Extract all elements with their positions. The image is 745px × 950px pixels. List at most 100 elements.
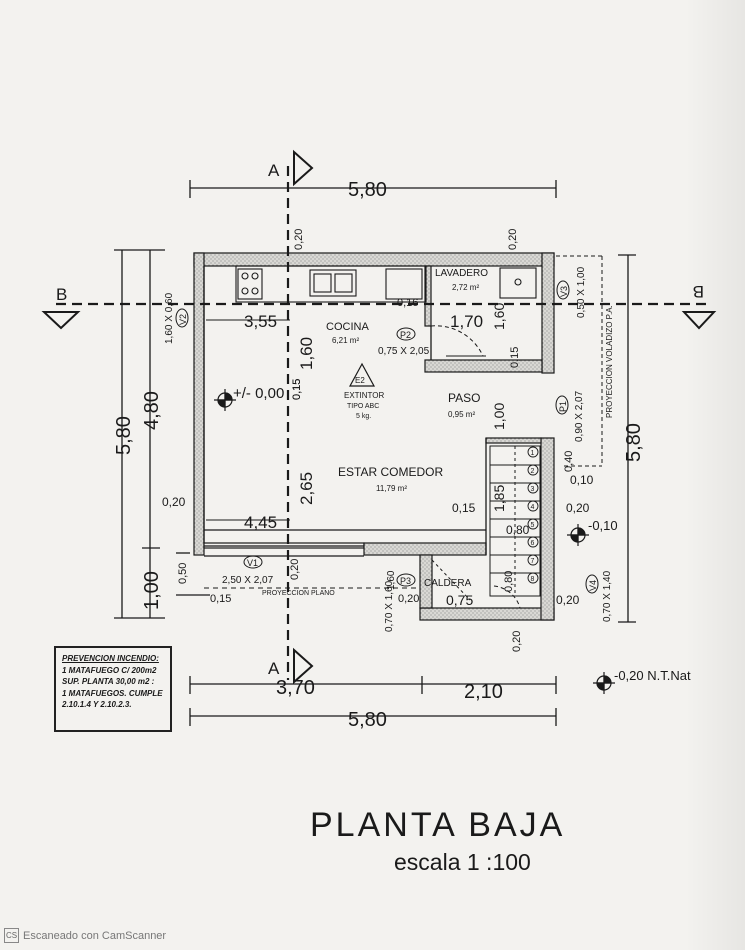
room-lavadero: LAVADERO [435,268,488,279]
stair-step-marker [527,554,539,566]
note-line: 1 MATAFUEGOS. CUMPLE [62,688,163,698]
extintor-icon: E2 [348,362,376,387]
room-caldera: CALDERA [424,578,472,589]
plan-scale: escala 1 :100 [394,849,531,875]
kitchen-counter [235,265,537,303]
dim-right-total: 5,80 [623,423,645,462]
opening-v3-size: 0,50 X 1,00 [576,266,587,318]
opening-v1: V1 [247,558,258,568]
level-interior: +/- 0,00 [233,385,284,402]
stair-step-marker [527,572,539,584]
page-edge-shadow [685,0,745,950]
camscanner-watermark: CS Escaneado con CamScanner [4,928,166,943]
stair-step-number: 7 [531,558,535,565]
stair-step-marker [527,518,539,530]
note-line: SUP. PLANTA 30,00 m2 : [62,677,155,686]
opening-p1-size: 0,90 X 2,07 [574,390,585,442]
fire-prevention-note: PREVENCION INCENDIO: 1 MATAFUEGO C/ 200m… [54,646,172,732]
level-exterior: -0,10 [588,518,618,533]
opening-v2-size: 1,60 X 0,60 [164,292,175,344]
note-line: 2.10.1.4 Y 2.10.2.3. [62,700,132,709]
svg-text:0,15: 0,15 [509,347,521,368]
room-estar: ESTAR COMEDOR [338,465,443,479]
opening-p1: P1 [558,401,568,412]
stair-step-marker [527,446,539,458]
dim-top-total: 5,80 [348,179,387,201]
room-estar-area: 11,79 m² [376,484,407,493]
watermark-text: Escaneado con CamScanner [23,929,167,942]
svg-text:1,85: 1,85 [491,485,507,512]
dim-bottom-right: 2,10 [464,681,503,703]
voladizo-projection [556,255,603,467]
dim-bottom-total: 5,80 [348,709,387,731]
stair-step-number: 5 [531,522,535,529]
stair-step-marker [527,464,539,476]
room-paso: PASO [448,391,480,405]
svg-text:E2: E2 [355,376,365,385]
svg-text:0,50: 0,50 [177,563,189,584]
note-line: 1 MATAFUEGO C/ 200m2 [62,665,157,675]
section-marker-a-top: A [268,149,314,187]
note-heading: PREVENCION INCENDIO: [62,654,159,663]
top-dimension [189,180,557,198]
proyeccion-voladizo: PROYECCION VOLADIZO P.A. [605,305,614,418]
door-swings [430,325,521,609]
svg-text:A: A [268,659,280,678]
svg-text:0,80: 0,80 [503,571,515,592]
room-cocina-area: 6,21 m² [332,336,359,345]
room-lavadero-area: 2,72 m² [452,283,479,292]
svg-text:0,15: 0,15 [210,593,231,605]
svg-text:1,60: 1,60 [491,303,507,330]
bottom-dimensions [189,676,557,726]
interior-lines [203,266,487,589]
svg-text:0,20: 0,20 [398,593,419,605]
opening-p2: P2 [400,330,411,340]
dim-bottom-left: 3,70 [276,677,315,699]
svg-text:1,70: 1,70 [450,312,483,331]
opening-tags [175,280,599,594]
dim-left-outer: 5,80 [113,416,135,455]
svg-text:0,15: 0,15 [291,379,303,400]
stair-step-marker [527,536,539,548]
svg-text:B: B [56,285,67,304]
camscanner-logo-icon: CS [4,928,19,943]
stair-step-number: 1 [531,450,535,457]
svg-text:0,20: 0,20 [511,631,523,652]
svg-text:0,15: 0,15 [291,379,303,400]
svg-text:0,80: 0,80 [506,523,530,537]
svg-text:EXTINTOR: EXTINTOR [344,391,385,400]
title-block: PLANTA BAJA escala 1 :100 [310,806,570,876]
svg-text:0,10: 0,10 [570,473,594,487]
svg-text:0,40: 0,40 [563,451,575,472]
plan-title: PLANTA BAJA [310,806,566,844]
opening-p3: P3 [400,576,411,586]
stair-step-number: 4 [531,504,535,511]
svg-text:1,60: 1,60 [386,570,397,590]
opening-p2-size: 0,75 X 2,05 [378,346,430,357]
room-cocina: COCINA [326,321,369,333]
stair-step-marker [527,482,539,494]
stair-step-number: 2 [531,468,535,475]
svg-text:0,15: 0,15 [452,501,476,515]
proyeccion-plano: PROYECCION PLANO [262,590,335,597]
svg-text:5 kg.: 5 kg. [356,413,371,420]
svg-text:TIPO ABC: TIPO ABC [347,403,379,410]
stair-step-number: 6 [531,540,535,547]
svg-text:0,20: 0,20 [556,593,580,607]
stair-step-marker [527,500,539,512]
stair-step-number: 3 [531,486,535,493]
level-ntnat: -0,20 N.T.Nat [614,668,691,683]
room-paso-area: 0,95 m² [448,410,475,419]
svg-text:0,20: 0,20 [566,501,590,515]
dim-left-inner: 4,80 [141,391,163,430]
opening-v4-size: 0,70 X 1,40 [602,570,613,622]
opening-v1-size: 2,50 X 2,07 [222,575,274,586]
opening-v4: V4 [588,580,598,591]
svg-text:0,20: 0,20 [293,229,305,250]
left-dimensions [114,249,210,619]
section-marker-b-left: B [41,285,81,330]
section-marker-b-right: B [681,282,717,330]
svg-text:0,20: 0,20 [507,229,519,250]
